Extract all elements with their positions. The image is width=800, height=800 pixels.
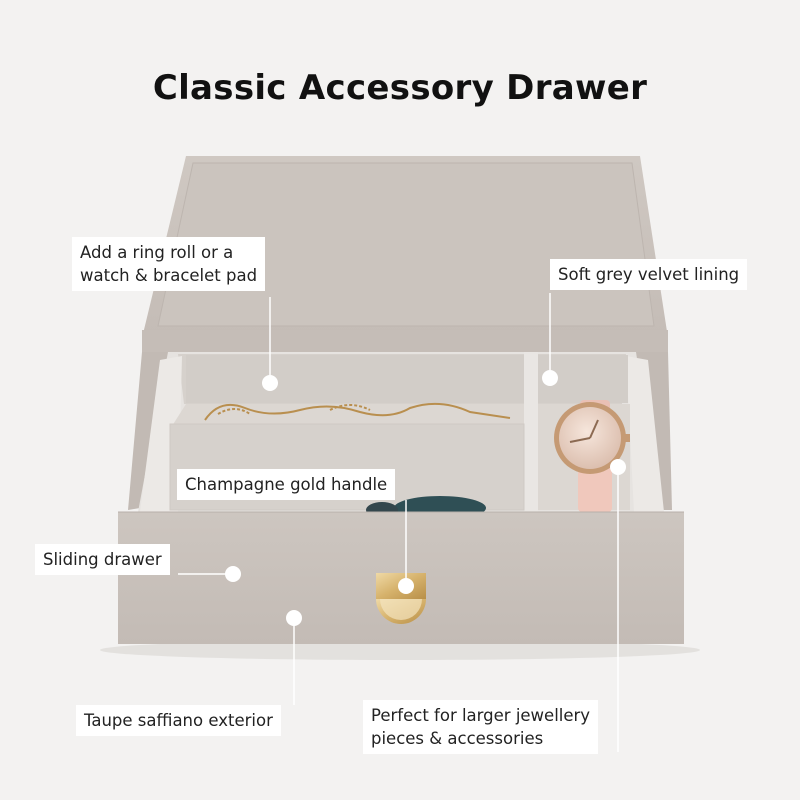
callout-dots [225, 370, 626, 626]
label-larger-line1: Perfect for larger jewellery [371, 706, 591, 725]
callout-lines [178, 293, 619, 752]
dot-ring-roll [262, 375, 278, 391]
label-ring-roll: Add a ring roll or a watch & bracelet pa… [72, 237, 266, 291]
drawer-box-top [142, 156, 668, 352]
label-ring-roll-line2: watch & bracelet pad [80, 266, 258, 285]
label-gold-handle: Champagne gold handle [177, 469, 396, 500]
label-larger-line2: pieces & accessories [371, 729, 544, 748]
label-sliding-drawer: Sliding drawer [35, 544, 170, 575]
dot-sliding [225, 566, 241, 582]
drop-shadow [100, 640, 700, 660]
dot-velvet [542, 370, 558, 386]
watch [554, 400, 630, 512]
label-taupe-exterior: Taupe saffiano exterior [76, 705, 281, 736]
gold-chain [204, 402, 511, 421]
dot-exterior [286, 610, 302, 626]
dot-handle [398, 578, 414, 594]
label-larger-pieces: Perfect for larger jewellery pieces & ac… [363, 700, 599, 754]
label-ring-roll-line1: Add a ring roll or a [80, 243, 234, 262]
dot-larger [610, 459, 626, 475]
gold-handle [376, 573, 426, 624]
page-title: Classic Accessory Drawer [152, 68, 648, 108]
label-velvet-lining: Soft grey velvet lining [550, 259, 748, 290]
